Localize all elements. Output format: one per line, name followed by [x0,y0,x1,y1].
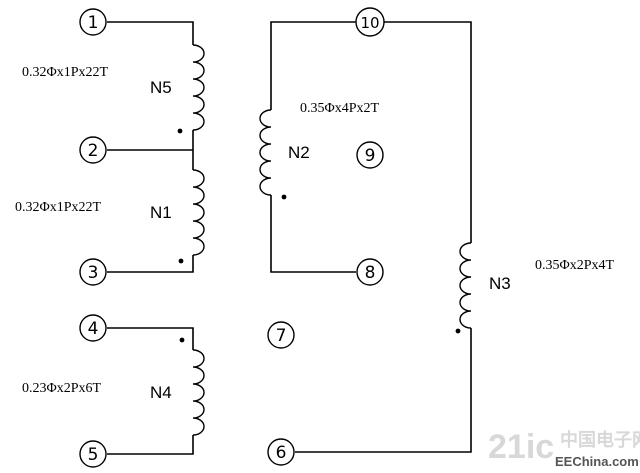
coil-n1 [192,169,205,256]
winding-n4-spec: 0.23Φx2Px6T [22,381,102,396]
pin-4: 4 [79,314,107,342]
polarity-dot-n1 [178,258,184,264]
wire-n4-pin5 [107,435,194,455]
pin-7-label: 7 [276,326,287,346]
wire-pin10-n2 [270,21,356,110]
pin-3-label: 3 [88,263,99,283]
winding-n4-name: N4 [150,383,172,402]
pin-1-label: 1 [88,13,99,33]
pin-5-label: 5 [88,445,99,465]
pin-5: 5 [79,440,107,468]
pin-9-label: 9 [365,146,376,166]
watermark-cn-text: 中国电子网 [560,429,640,451]
watermark: 21ic 中国电子网 EEChina.com [488,428,640,469]
pin-8-label: 8 [365,263,376,283]
wire-n5-pin2-n1 [107,130,194,170]
winding-n5-name: N5 [150,78,172,97]
coil-n5 [192,44,205,131]
wire-n1-pin3 [107,255,194,273]
pin-9: 9 [356,141,384,169]
coil-n4 [192,349,205,436]
pin-10: 10 [355,7,385,37]
polarity-dot-n2 [281,194,287,200]
wire-pin1-n5 [107,21,194,45]
pin-10-label: 10 [360,14,379,32]
winding-n3-spec: 0.35Φx2Px4T [535,258,615,273]
watermark-logo: 21ic [488,428,554,466]
pin-2: 2 [79,136,107,164]
watermark-site: EEChina.com [555,454,639,469]
wire-pin4-n4 [107,327,194,350]
polarity-dot-n3 [455,328,461,334]
wire-n3-pin6 [295,328,472,453]
winding-n5-spec: 0.32Φx1Px22T [22,65,109,80]
winding-n1-name: N1 [150,203,172,222]
pin-1: 1 [79,8,107,36]
wire-n2-pin8 [270,195,356,273]
winding-n2-spec: 0.35Φx4Px2T [300,101,380,116]
coil-n3 [459,242,472,329]
polarity-dot-n4 [179,337,185,343]
pin-2-label: 2 [88,141,99,161]
pin-3: 3 [79,258,107,286]
pin-6-label: 6 [276,443,287,463]
winding-n2-name: N2 [288,143,310,162]
winding-n3-name: N3 [489,274,511,293]
wire-pin10-n3 [384,21,472,243]
polarity-dot-n5 [177,128,183,134]
pin-4-label: 4 [88,319,99,339]
pin-7: 7 [267,321,295,349]
coil-n2 [259,109,272,196]
pin-8: 8 [356,258,384,286]
winding-n1-spec: 0.32Φx1Px22T [15,200,102,215]
pin-6: 6 [267,438,295,466]
